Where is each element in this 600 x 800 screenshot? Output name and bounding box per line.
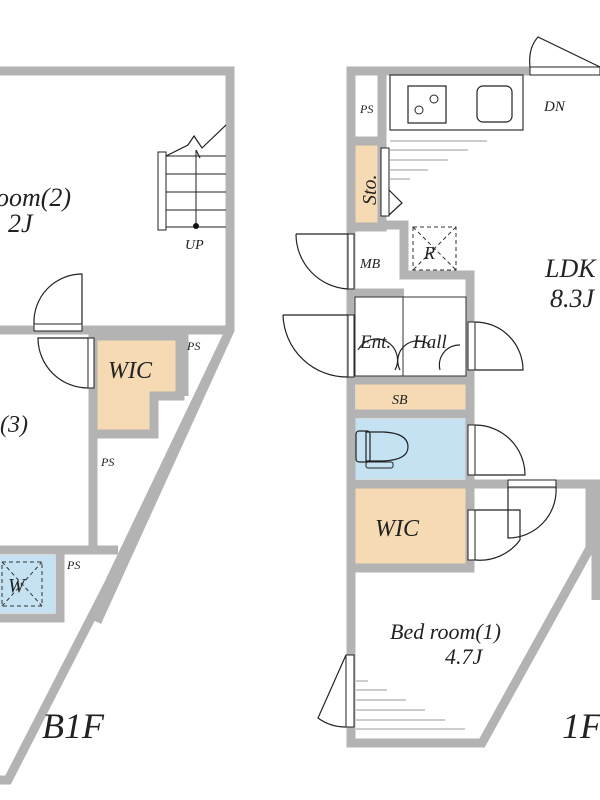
refrigerator-label: R [423,243,435,263]
window-swing-bedroom1 [317,654,347,728]
door-hall-ldk[interactable] [467,321,476,371]
toilet-icon [355,430,409,469]
door-swing-mb [295,233,349,290]
floor-label-b1f: B1F [42,706,105,746]
door-mb[interactable] [347,233,355,290]
stairs-dn-label: DN [543,99,566,115]
arrow-head-icon [195,149,201,159]
ps-label-2: PS [100,455,114,469]
door-swing-bedroom1 [507,486,557,539]
room-label-sb: SB [392,393,408,408]
door-swing-wic-1f [474,509,521,561]
stove-icon [407,85,447,124]
sto-door[interactable] [380,147,390,217]
door-swing-entrance [282,314,349,378]
room-size-ldk: 8.3J [550,284,596,313]
door-1f-main[interactable] [529,66,600,76]
refrigerator-icon [412,226,457,271]
door-toilet[interactable] [467,424,476,476]
room-label-mb: MB [359,257,381,272]
room-label-ldk: LDK [544,254,597,283]
sink-icon [476,85,513,123]
door-swing-b1f-room3 [37,337,89,389]
b1f-washer-wall [0,552,65,623]
door-swing-hall-ldk [474,321,524,371]
1f-outer-wall [346,66,595,748]
door-wic-1f[interactable] [467,509,476,561]
stairs-b1f-start-dot [193,223,199,229]
door-entrance[interactable] [347,314,355,378]
b1f-wic-wall [97,331,185,439]
room-label-hall: Hall [412,332,447,353]
stairs-b1f-handrail [157,151,167,231]
b1f-diagonal-wall [0,328,235,785]
ps-label-3: PS [66,558,80,572]
door-swing-1f-main [529,36,600,68]
washer-b1f-icon [1,561,43,607]
floor-b1f: oom(2) 2J (3) WIC W UP PS PS PS B1F [0,66,235,785]
floor-1f: PS DN Sto. MB R LDK 8.3J Ent. Hall SB WI… [282,36,600,748]
room-size-bedroom2: 2J [8,209,34,238]
stairs-b1f-break-line [165,124,227,157]
door-swing-toilet [474,424,526,476]
room-label-washer: W [8,575,27,597]
room-size-bedroom1: 4.7J [445,644,484,669]
shoebox-sb-fill [356,384,466,410]
room-label-bedroom1: Bed room(1) [390,619,501,644]
toilet-room-fill [355,419,467,479]
wic-1f-fill [355,488,466,564]
room-label-sto: Sto. [359,174,381,205]
ps-label-1f: PS [359,102,373,116]
door-b1f-room3[interactable] [87,337,95,389]
room-label-ent: Ent. [359,332,391,353]
door-swing-b1f-room2 [33,273,83,325]
stairs-up-label: UP [185,238,204,253]
shoe-cabinet-door-arcs [357,338,461,371]
door-bedroom1[interactable] [507,479,557,488]
floor-label-1f: 1F [562,706,600,746]
storage-sto-fill [355,145,379,223]
room-label-bedroom2: oom(2) [0,183,71,212]
burner-icon [429,94,439,104]
room-label-wic-1f: WIC [375,516,420,542]
wic-b1f-fill [97,336,176,430]
kitchen-floor-lines [390,140,487,180]
burner-icon [414,105,424,115]
room-label-bedroom3: (3) [0,412,28,438]
bedroom-floor-lines [356,680,465,730]
entrance-hall-area [354,296,467,377]
ps-label-1: PS [186,339,200,353]
sto-door-swing [388,189,403,216]
washer-b1f-fill [0,555,55,613]
door-b1f-room2[interactable] [33,323,83,332]
room-label-wic-b1f: WIC [108,358,153,384]
window-bedroom1 [345,654,355,728]
